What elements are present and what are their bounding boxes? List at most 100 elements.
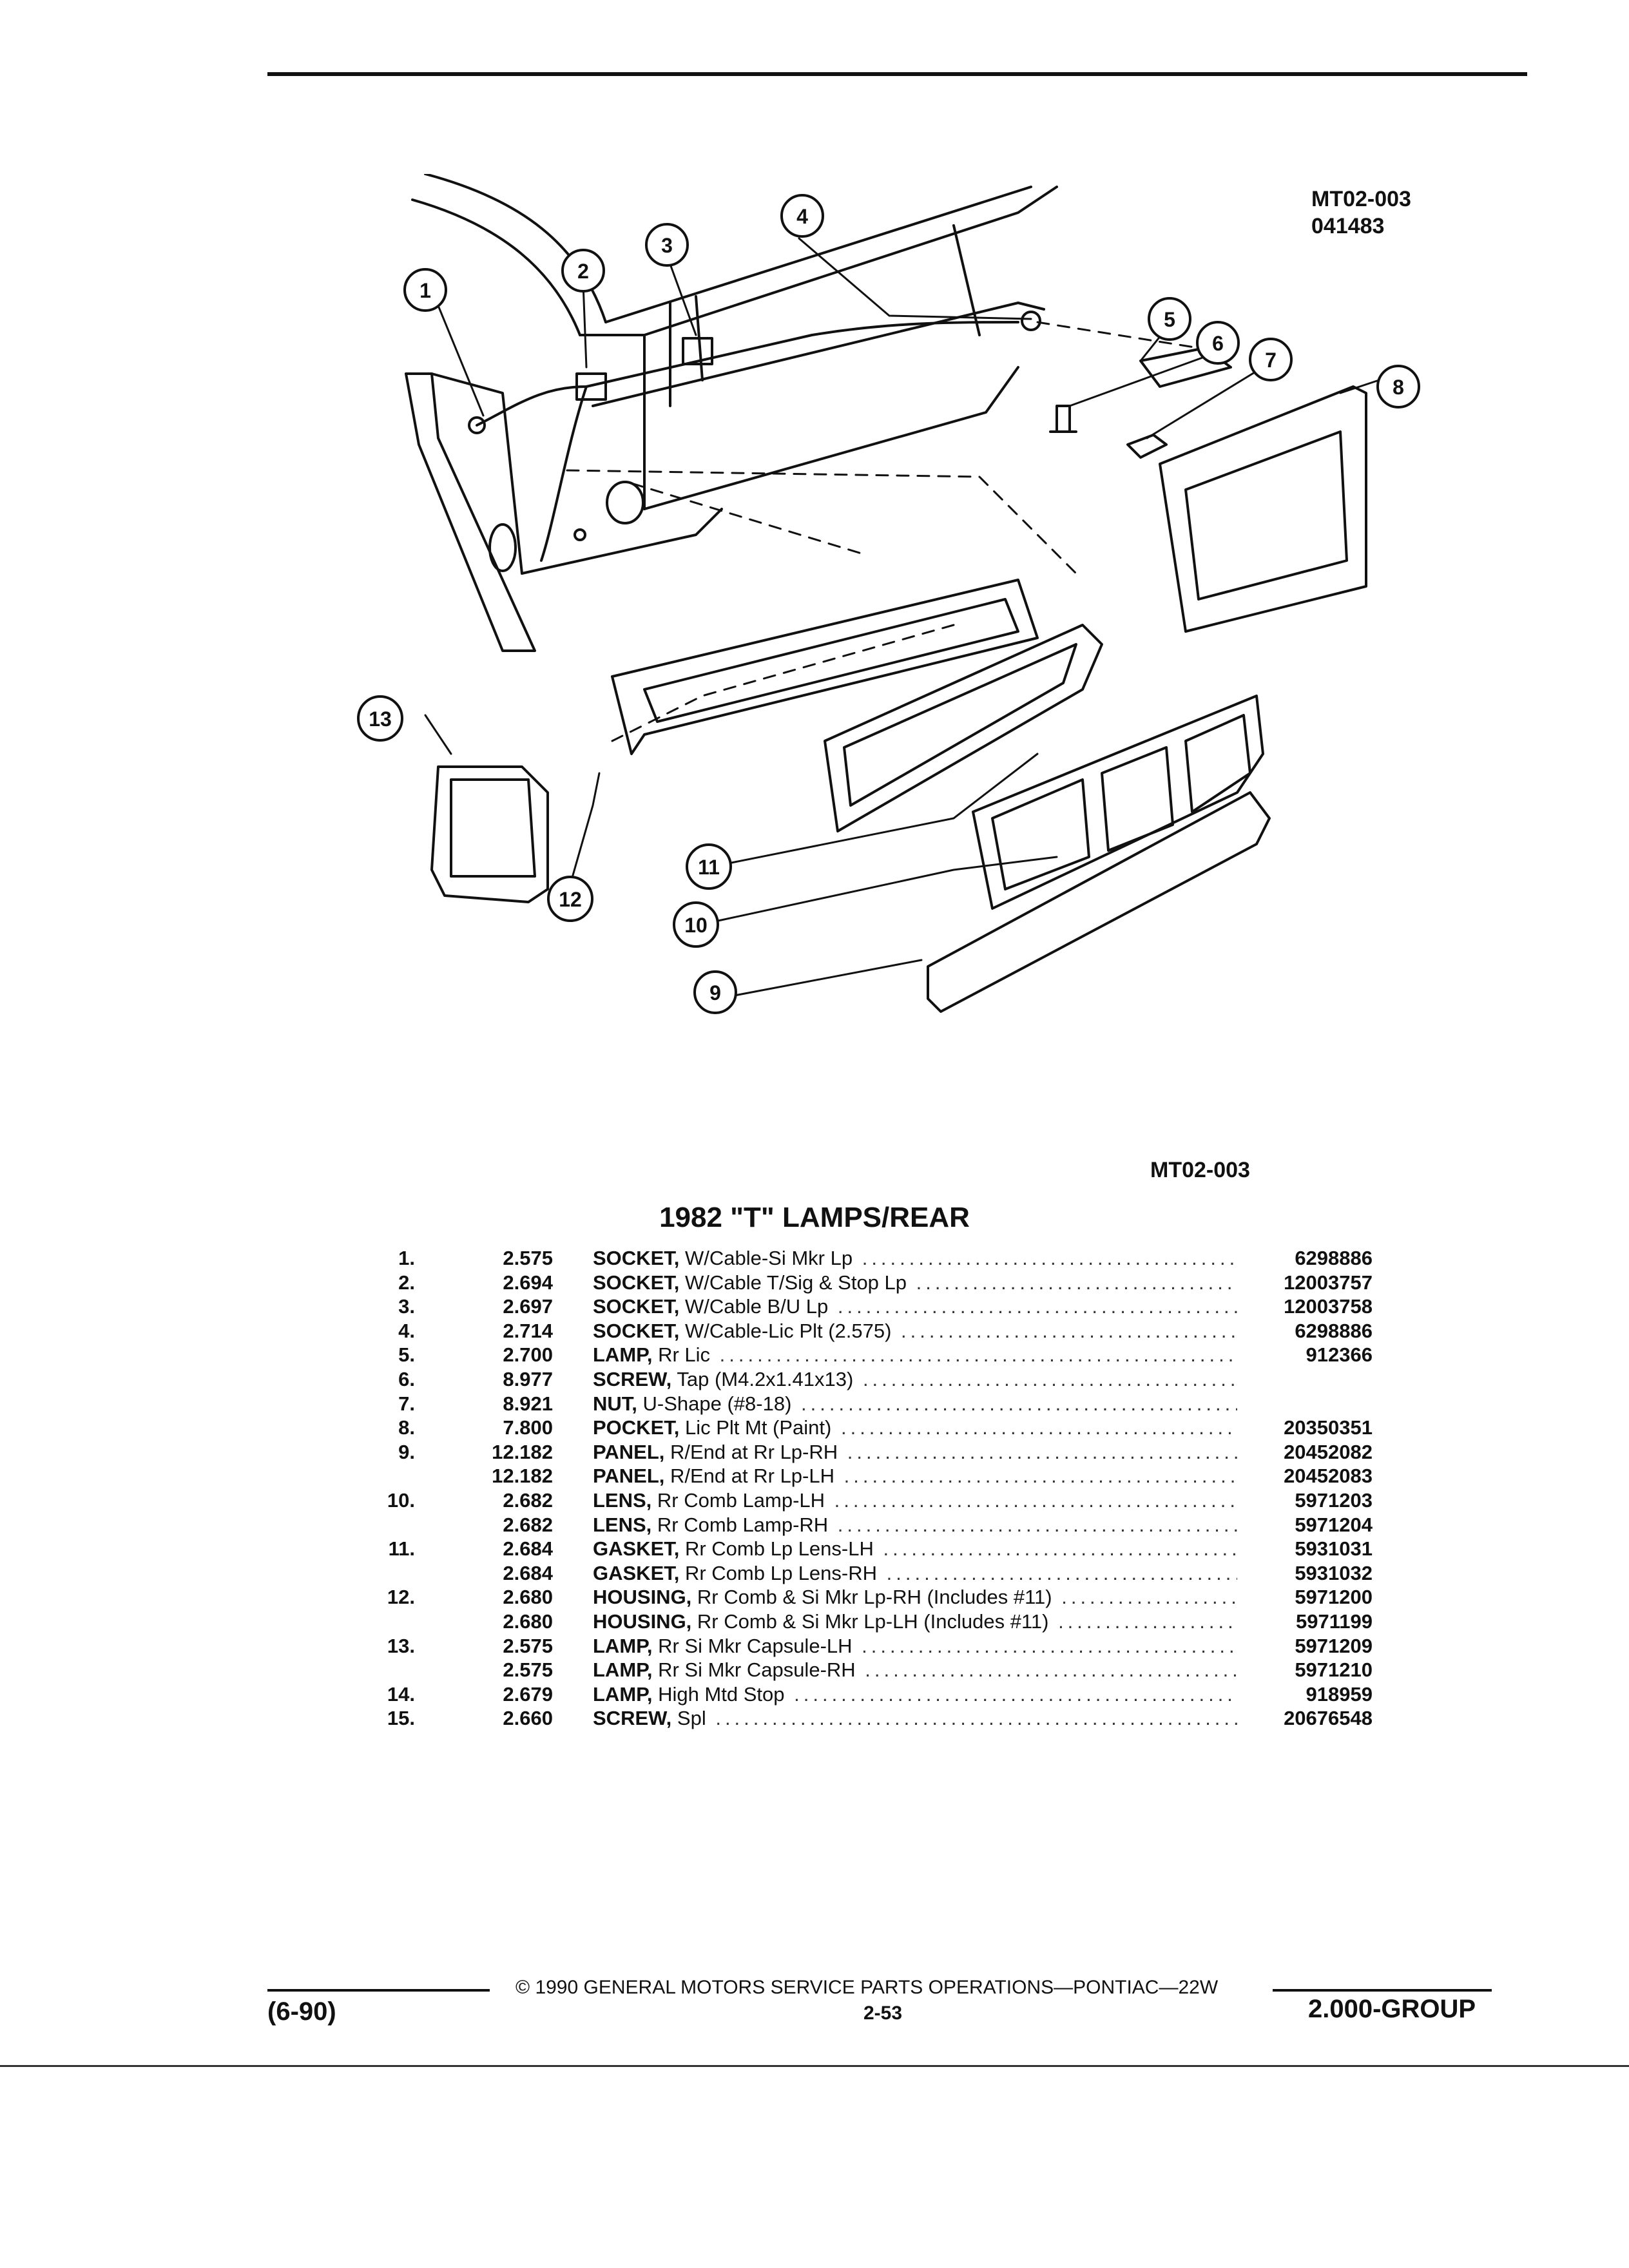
part-number: 6298886 [1295, 1247, 1373, 1269]
side-marker-lamp-illustration [430, 765, 549, 903]
part-name: LAMP, [593, 1682, 653, 1706]
part-description: PANEL, R/End at Rr Lp-RH ...............… [593, 1441, 1237, 1464]
table-title: 1982 "T" LAMPS/REAR [659, 1202, 970, 1233]
part-number: 5931031 [1295, 1537, 1373, 1561]
part-name: HOUSING, [593, 1586, 692, 1609]
part-name: LAMP, [593, 1658, 653, 1682]
license-lamp-illustration [1139, 347, 1232, 388]
part-number: 5971204 [1295, 1513, 1373, 1536]
screw-illustration [1049, 405, 1077, 433]
part-number: 20350351 [1284, 1416, 1373, 1439]
footer-rule-right [1273, 1989, 1492, 1992]
rear-lens-illustration [972, 695, 1264, 910]
part-detail: Rr Si Mkr Capsule-LH [652, 1634, 853, 1657]
group-number: 2.682 [503, 1489, 553, 1512]
leader-dots: ........................................… [843, 1465, 1237, 1488]
lamp-housing-illustration [611, 579, 1039, 755]
part-name: SOCKET, [593, 1295, 680, 1318]
part-description: PANEL, R/End at Rr Lp-LH ...............… [593, 1465, 1237, 1488]
part-description: GASKET, Rr Comb Lp Lens-LH .............… [593, 1537, 1237, 1561]
leader-dots: ........................................… [862, 1634, 1237, 1657]
part-name: SCREW, [593, 1707, 672, 1730]
part-number: 5931032 [1295, 1561, 1373, 1584]
part-number: 5971209 [1295, 1634, 1373, 1657]
part-name: NUT, [593, 1392, 637, 1415]
item-number: 7. [398, 1392, 415, 1415]
u-nut-illustration [1126, 434, 1168, 459]
part-number: 20452083 [1284, 1465, 1373, 1488]
leader-dots: ........................................… [719, 1343, 1237, 1367]
callout-label: 8 [1393, 376, 1404, 399]
part-number: 918959 [1306, 1682, 1373, 1706]
leader-dots: ........................................… [886, 1561, 1237, 1584]
leader-dots: ........................................… [837, 1295, 1237, 1318]
callout-5: 5 [1148, 297, 1191, 341]
callout-2: 2 [561, 249, 605, 293]
callout-label: 3 [661, 234, 673, 257]
part-number: 912366 [1306, 1343, 1373, 1367]
part-detail: Lic Plt Mt (Paint) [679, 1416, 832, 1439]
part-detail: W/Cable-Si Mkr Lp [679, 1247, 853, 1269]
callout-label: 7 [1265, 349, 1277, 372]
part-name: SOCKET, [593, 1271, 680, 1294]
figure-code: MT02-003 [1311, 187, 1411, 211]
part-description: LAMP, High Mtd Stop ....................… [593, 1683, 1237, 1706]
leader-dots: ........................................… [1058, 1610, 1237, 1633]
group-number: 8.977 [503, 1368, 553, 1390]
part-description: SOCKET, W/Cable T/Sig & Stop Lp ........… [593, 1271, 1237, 1294]
part-detail: R/End at Rr Lp-RH [664, 1440, 838, 1463]
part-detail: W/Cable T/Sig & Stop Lp [679, 1271, 907, 1294]
leader-dots: ........................................… [840, 1416, 1237, 1439]
part-detail: Rr Si Mkr Capsule-RH [652, 1658, 856, 1682]
part-description: SCREW, Tap (M4.2x1.41x13) ..............… [593, 1368, 1237, 1391]
footer-rule-left [267, 1989, 490, 1992]
callout-4: 4 [780, 194, 824, 238]
item-number: 10. [387, 1489, 415, 1512]
callout-1: 1 [403, 268, 447, 312]
item-number: 3. [398, 1295, 415, 1318]
part-number: 5971199 [1296, 1610, 1373, 1633]
group-number: 2.684 [503, 1537, 553, 1561]
part-detail: Rr Comb & Si Mkr Lp-RH (Includes #11) [691, 1586, 1052, 1609]
date-code: (6-90) [267, 1997, 336, 2026]
callout-leaders [424, 237, 1380, 997]
leader-dots: ........................................… [862, 1368, 1237, 1390]
leader-dots: ........................................… [801, 1392, 1237, 1415]
leader-dots: ........................................… [862, 1247, 1237, 1269]
part-description: LENS, Rr Comb Lamp-RH ..................… [593, 1514, 1237, 1537]
part-name: SOCKET, [593, 1319, 680, 1342]
part-name: HOUSING, [593, 1610, 692, 1633]
part-detail: W/Cable-Lic Plt (2.575) [679, 1319, 892, 1342]
part-name: POCKET, [593, 1416, 680, 1439]
item-number: 6. [398, 1368, 415, 1390]
part-detail: Rr Comb & Si Mkr Lp-LH (Includes #11) [691, 1610, 1049, 1633]
part-number: 12003757 [1284, 1271, 1373, 1294]
leader-dots: ........................................… [715, 1707, 1237, 1730]
part-number: 20452082 [1284, 1440, 1373, 1463]
part-name: GASKET, [593, 1537, 680, 1561]
callout-label: 5 [1164, 308, 1175, 331]
part-detail: Rr Lic [652, 1343, 711, 1367]
part-name: LAMP, [593, 1343, 653, 1367]
item-number: 13. [387, 1634, 415, 1657]
top-rule [267, 72, 1527, 76]
part-name: LENS, [593, 1513, 652, 1536]
group-number: 2.700 [503, 1343, 553, 1367]
group-number: 2.660 [503, 1707, 553, 1730]
part-detail: W/Cable B/U Lp [679, 1295, 829, 1318]
part-description: SOCKET, W/Cable-Lic Plt (2.575) ........… [593, 1320, 1237, 1343]
leader-dots: ........................................… [916, 1271, 1237, 1294]
callout-label: 6 [1212, 332, 1224, 355]
part-name: LENS, [593, 1489, 652, 1512]
leader-dots: ........................................… [865, 1658, 1237, 1682]
